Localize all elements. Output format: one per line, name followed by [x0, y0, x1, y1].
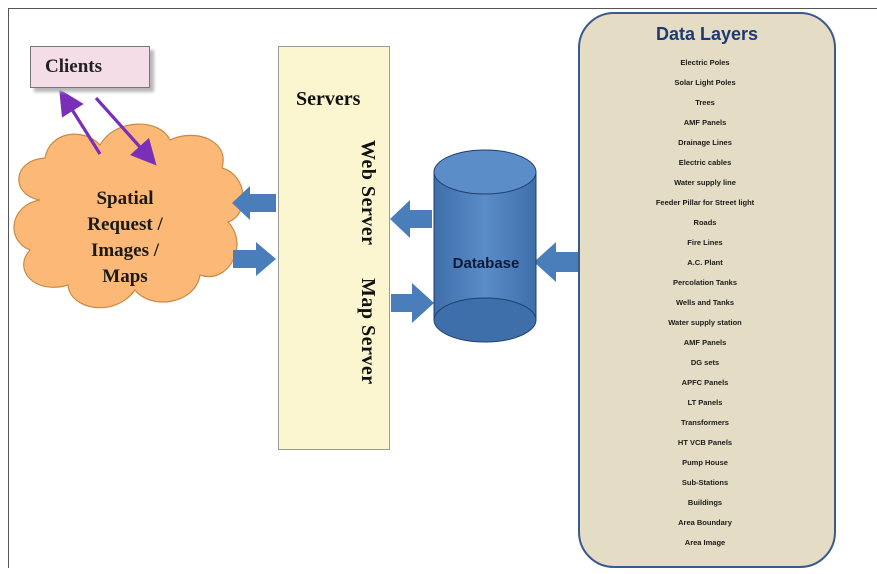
layer-label: Area Boundary	[678, 518, 732, 527]
layer-label: HT VCB Panels	[677, 438, 733, 447]
layer-label: Percolation Tanks	[672, 278, 738, 287]
layer-label: Feeder Pillar for Street light	[655, 198, 755, 207]
cloud-to-server-arrow	[233, 242, 276, 276]
layer-label: AMF Panels	[683, 338, 727, 347]
layer-label: Solar Light Poles	[674, 78, 736, 87]
frame-border-top	[8, 8, 877, 9]
clients-label: Clients	[45, 56, 102, 77]
layer-label: Pump House	[682, 458, 728, 467]
layer-label: Buildings	[687, 498, 723, 507]
request-cloud	[13, 123, 244, 309]
layer-label: Sub-Stations	[681, 478, 729, 487]
layer-label: Wells and Tanks	[675, 298, 735, 307]
layer-label: Area Image	[684, 538, 726, 547]
layer-label: Trees	[695, 98, 715, 107]
request-line: Maps	[102, 266, 148, 287]
layer-label: Water supply station	[668, 318, 742, 327]
request-line: Spatial	[96, 188, 154, 209]
client-response-arrow	[94, 96, 157, 166]
layer-label: AMF Panels	[683, 118, 727, 127]
layer-label: Roads	[693, 218, 717, 227]
database-label: Database	[452, 255, 520, 272]
layers-to-database-arrow	[534, 242, 578, 282]
mapserver-to-database-arrow	[391, 283, 434, 323]
map-server-label: Map Server	[357, 278, 379, 385]
frame-border-left	[8, 8, 9, 568]
request-line: Images /	[90, 240, 160, 261]
client-request-arrow	[59, 89, 102, 155]
servers-panel	[278, 46, 390, 450]
layer-label: Drainage Lines	[678, 138, 732, 147]
layer-label: DG sets	[690, 358, 720, 367]
layer-label: Fire Lines	[687, 238, 723, 247]
servers-title: Servers	[296, 88, 361, 110]
layer-label: Water supply line	[674, 178, 736, 187]
layer-label: APFC Panels	[681, 378, 729, 387]
database-to-webserver-arrow	[390, 200, 432, 238]
database-cylinder	[433, 149, 537, 343]
web-server-label: Web Server	[357, 140, 379, 246]
layer-label: Transformers	[681, 418, 729, 427]
data-layers-panel	[578, 12, 836, 568]
request-line: Request /	[87, 214, 163, 235]
layer-label: LT Panels	[687, 398, 723, 407]
request-cloud-text: Spatial Request / Images / Maps	[50, 186, 200, 290]
layer-label: Electric cables	[678, 158, 732, 167]
layer-label: A.C. Plant	[687, 258, 723, 267]
server-to-cloud-arrow	[232, 186, 276, 220]
data-layers-title: Data Layers	[655, 24, 759, 44]
layer-label: Electric Poles	[680, 58, 730, 67]
clients-box: Clients	[30, 46, 150, 88]
